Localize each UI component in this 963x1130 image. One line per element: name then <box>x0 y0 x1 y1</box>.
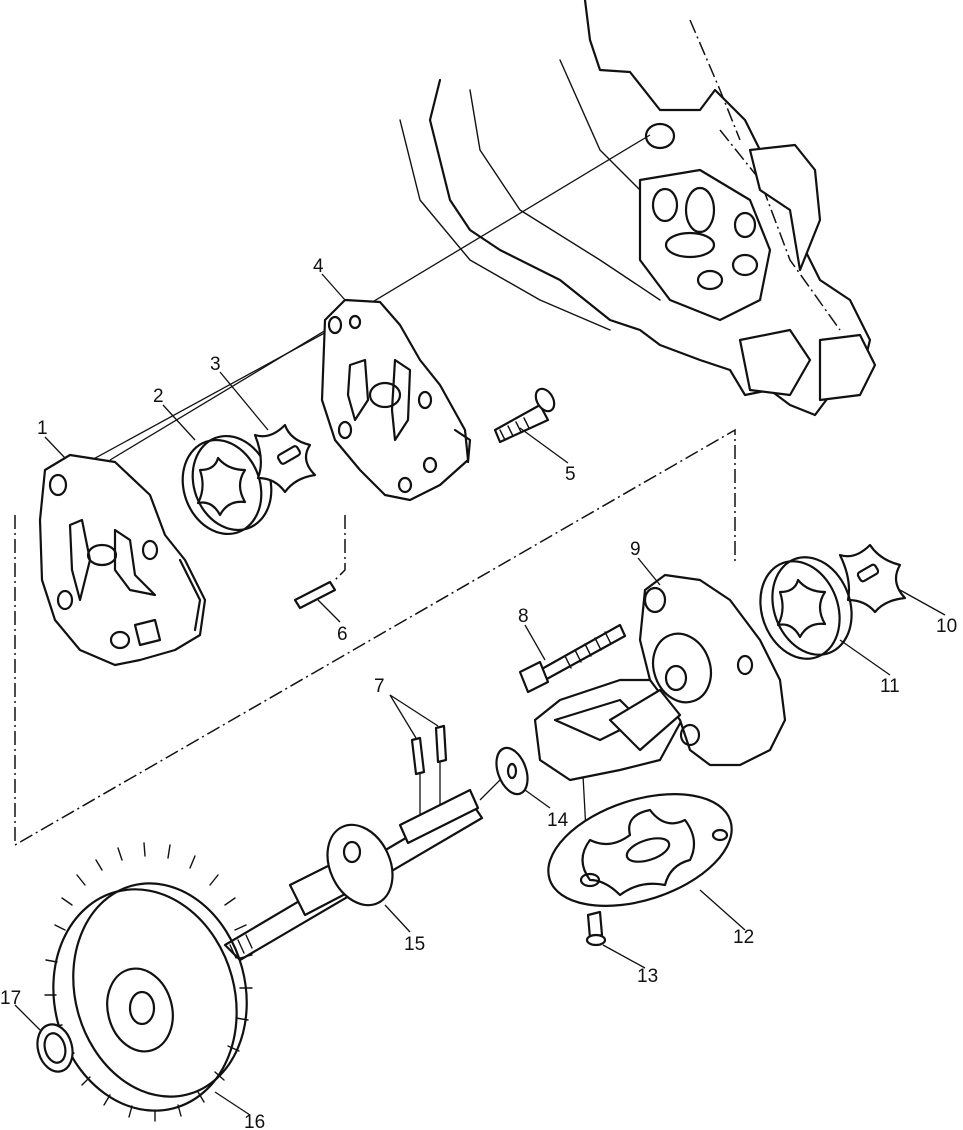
part-6-dowel-pin <box>293 580 337 610</box>
callout-8: 8 <box>518 606 529 627</box>
part-8-bolt <box>518 623 627 694</box>
callout-3: 3 <box>210 354 221 375</box>
part-13-screw <box>585 910 607 947</box>
part-12-strainer <box>547 793 733 907</box>
part-3-inner-rotor <box>253 423 317 494</box>
callout-5: 5 <box>565 464 576 485</box>
callout-2: 2 <box>153 386 164 407</box>
part-10-inner-rotor <box>838 543 907 614</box>
callout-17: 17 <box>0 988 21 1009</box>
callout-1: 1 <box>37 418 48 439</box>
crankcase-housing <box>399 0 877 417</box>
part-7-pins <box>410 724 448 776</box>
part-9-pump-housing <box>533 573 787 782</box>
leader-lines <box>14 273 946 1116</box>
callout-16: 16 <box>244 1112 265 1130</box>
callout-11: 11 <box>880 676 900 697</box>
callout-labels: 1 2 3 4 5 6 7 8 9 10 11 12 13 14 15 16 1… <box>0 256 957 1130</box>
callout-10: 10 <box>936 616 957 637</box>
part-11-outer-rotor <box>759 556 853 660</box>
callout-15: 15 <box>404 934 425 955</box>
part-16-gear <box>44 842 253 1122</box>
callout-14: 14 <box>547 810 569 831</box>
part-5-screw <box>493 387 556 444</box>
callout-4: 4 <box>313 256 324 277</box>
part-15-drive-shaft <box>223 788 484 962</box>
callout-9: 9 <box>630 539 641 560</box>
callout-6: 6 <box>337 624 348 645</box>
callout-12: 12 <box>733 927 754 948</box>
part-14-washer <box>495 746 529 796</box>
part-17-seal <box>36 1023 74 1073</box>
callout-13: 13 <box>637 966 658 987</box>
part-1-pump-cover <box>38 453 207 667</box>
part-4-pump-body <box>320 298 472 502</box>
callout-7: 7 <box>374 676 385 697</box>
